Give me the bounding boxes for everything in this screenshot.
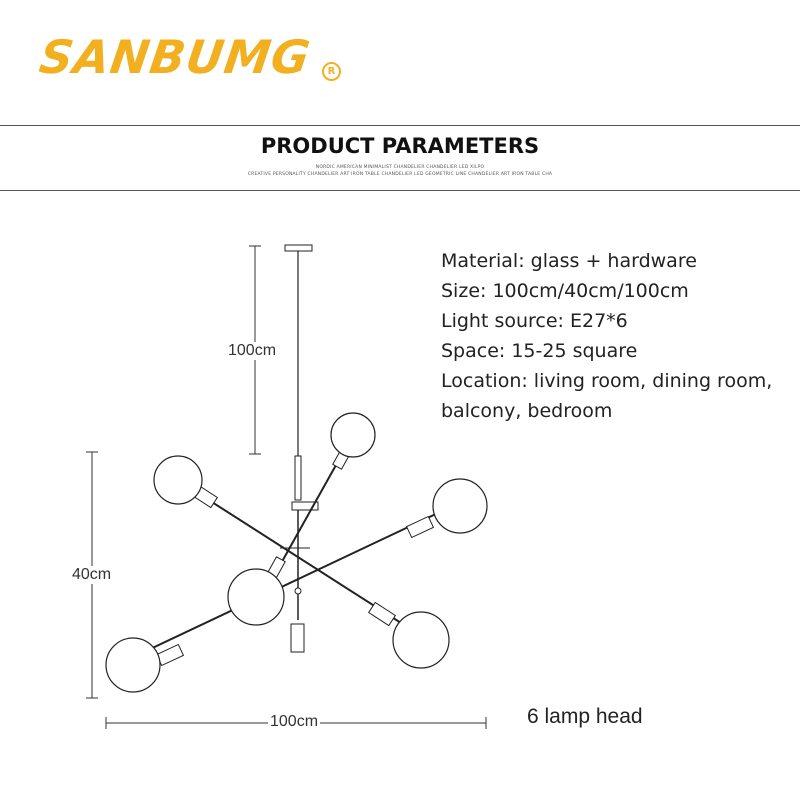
globe-3: [153, 455, 203, 505]
spec-location: Location: living room, dining room,: [441, 370, 773, 392]
dimension-label-width: 100cm: [268, 713, 321, 731]
socket-2: [405, 515, 435, 539]
globe-6: [227, 568, 285, 626]
ceiling-canopy: [284, 244, 313, 252]
arm-1: [126, 503, 458, 661]
globe-5: [330, 412, 376, 458]
section-subtitle-line1: NORDIC AMERICAN MINIMALIST CHANDELIER CH…: [315, 165, 485, 170]
section-title: PRODUCT PARAMETERS: [260, 134, 540, 158]
globe-1: [105, 637, 161, 693]
chandelier-drawing: [105, 244, 488, 693]
spec-location-cont: balcony, bedroom: [441, 400, 613, 422]
registered-mark: R: [322, 62, 341, 81]
spec-light-source: Light source: E27*6: [441, 310, 628, 332]
dimension-label-drop: 100cm: [228, 342, 277, 360]
spec-list: Material: glass + hardware Size: 100cm/4…: [441, 246, 772, 426]
spec-material: Material: glass + hardware: [441, 250, 697, 272]
dimension-label-height: 40cm: [72, 566, 112, 584]
section-subtitle-line2: CREATIVE PERSONALITY CHANDELIER ART IRON…: [247, 172, 553, 177]
header-divider-bottom: [0, 190, 800, 191]
spec-space: Space: 15-25 square: [441, 340, 638, 362]
socket-1: [155, 643, 185, 667]
spec-size: Size: 100cm/40cm/100cm: [441, 280, 689, 302]
globe-4: [392, 611, 450, 669]
globe-2: [432, 478, 488, 534]
socket-4: [367, 601, 397, 627]
header-divider-top: [0, 125, 800, 126]
lamp-count-label: 6 lamp head: [527, 705, 643, 728]
